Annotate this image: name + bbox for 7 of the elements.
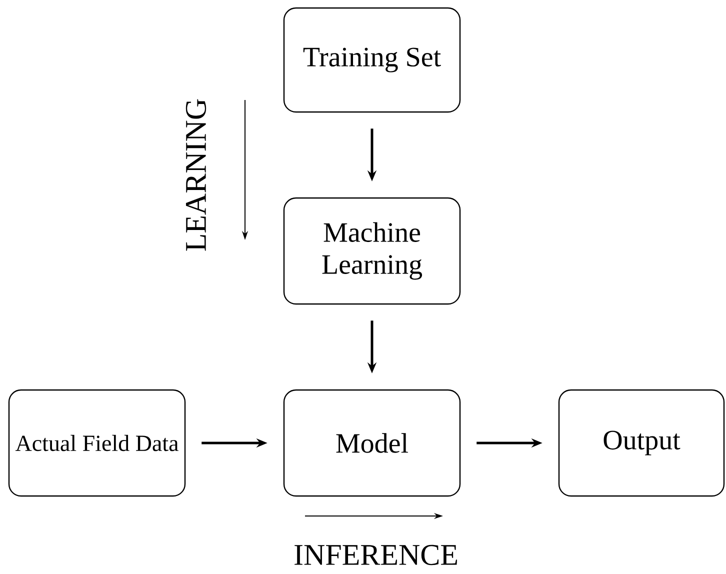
- process-box: Model: [283, 389, 461, 497]
- axis-label: INFERENCE: [294, 544, 457, 566]
- process-box: Machine Learning: [283, 197, 461, 305]
- process-box: Actual Field Data: [8, 389, 186, 497]
- process-box: Output: [558, 389, 725, 497]
- axis-label: LEARNING: [186, 99, 206, 251]
- process-box: Training Set: [283, 7, 461, 113]
